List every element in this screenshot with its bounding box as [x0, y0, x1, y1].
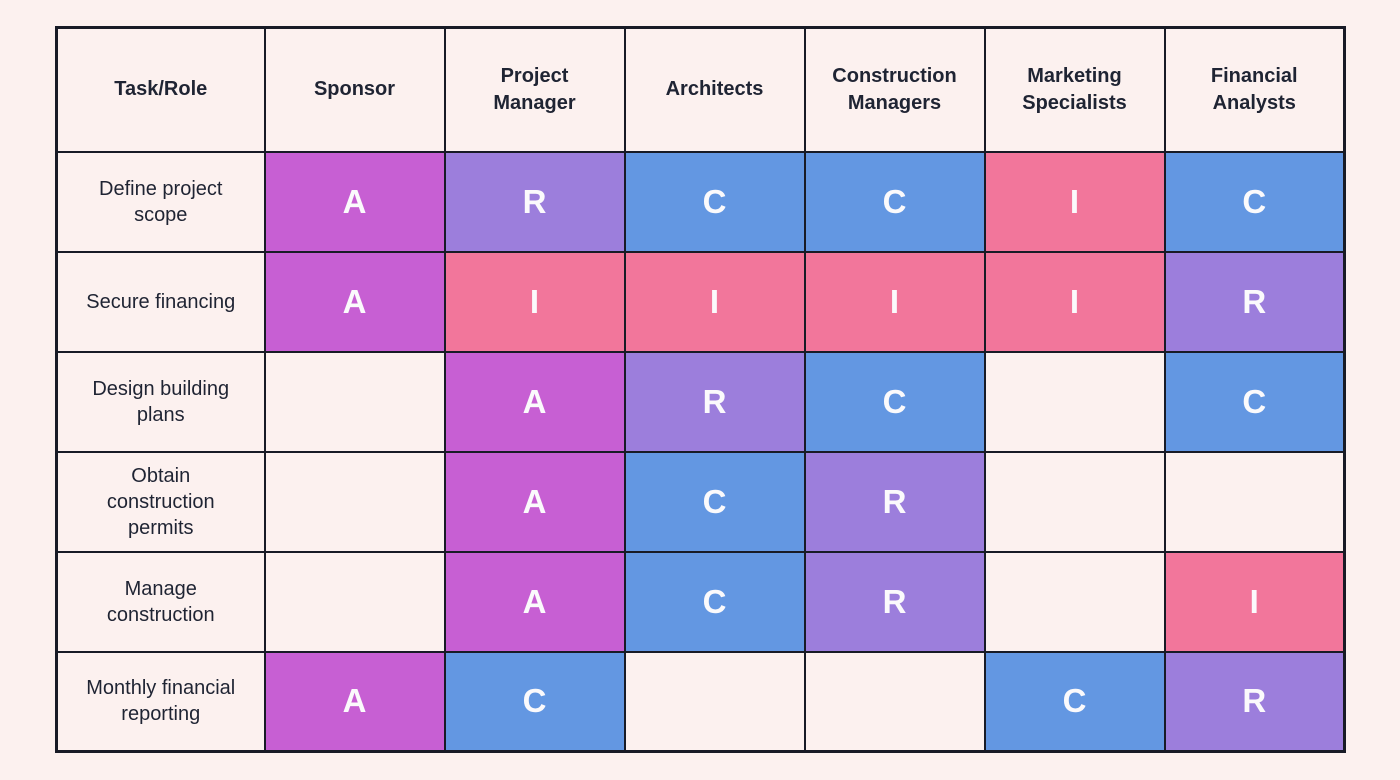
assignment-cell: R	[803, 550, 986, 653]
assignment-cell: C	[623, 550, 806, 653]
assignment-cell: I	[803, 250, 986, 353]
assignment-cell: R	[623, 350, 806, 453]
assignment-cell: I	[983, 250, 1166, 353]
task-row-manage-construction: Manage construction A C R I	[55, 550, 1346, 653]
assignment-cell: C	[623, 450, 806, 553]
header-cell-marketing-specialists: Marketing Specialists	[983, 26, 1166, 153]
assignment-cell: I	[983, 150, 1166, 253]
assignment-cell: A	[263, 150, 446, 253]
assignment-cell: A	[443, 350, 626, 453]
assignment-cell	[1163, 450, 1346, 553]
assignment-cell	[623, 650, 806, 753]
assignment-cell: R	[443, 150, 626, 253]
raci-matrix-table: Task/Role Sponsor Project Manager Archit…	[55, 26, 1346, 753]
assignment-cell: C	[443, 650, 626, 753]
assignment-cell: C	[1163, 150, 1346, 253]
assignment-cell	[983, 350, 1166, 453]
assignment-cell	[983, 550, 1166, 653]
task-row-design-building-plans: Design building plans A R C C	[55, 350, 1346, 453]
task-cell: Design building plans	[55, 350, 266, 453]
header-cell-task-role: Task/Role	[55, 26, 266, 153]
task-cell: Obtain construction permits	[55, 450, 266, 553]
assignment-cell: C	[983, 650, 1166, 753]
assignment-cell: C	[623, 150, 806, 253]
assignment-cell: A	[263, 650, 446, 753]
assignment-cell	[983, 450, 1166, 553]
assignment-cell	[263, 550, 446, 653]
assignment-cell	[263, 350, 446, 453]
task-row-monthly-financial-reporting: Monthly financial reporting A C C R	[55, 650, 1346, 753]
task-cell: Monthly financial reporting	[55, 650, 266, 753]
task-row-define-project-scope: Define project scope A R C C I C	[55, 150, 1346, 253]
assignment-cell	[263, 450, 446, 553]
task-cell: Define project scope	[55, 150, 266, 253]
assignment-cell: A	[443, 550, 626, 653]
assignment-cell: R	[1163, 250, 1346, 353]
assignment-cell: I	[623, 250, 806, 353]
header-cell-architects: Architects	[623, 26, 806, 153]
header-cell-construction-managers: Construction Managers	[803, 26, 986, 153]
header-cell-project-manager: Project Manager	[443, 26, 626, 153]
assignment-cell: R	[803, 450, 986, 553]
task-row-obtain-construction-permits: Obtain construction permits A C R	[55, 450, 1346, 553]
header-cell-financial-analysts: Financial Analysts	[1163, 26, 1346, 153]
assignment-cell	[803, 650, 986, 753]
assignment-cell: C	[803, 350, 986, 453]
assignment-cell: I	[1163, 550, 1346, 653]
task-cell: Secure financing	[55, 250, 266, 353]
assignment-cell: A	[443, 450, 626, 553]
assignment-cell: C	[1163, 350, 1346, 453]
assignment-cell: A	[263, 250, 446, 353]
task-cell: Manage construction	[55, 550, 266, 653]
header-cell-sponsor: Sponsor	[263, 26, 446, 153]
assignment-cell: I	[443, 250, 626, 353]
header-row: Task/Role Sponsor Project Manager Archit…	[55, 26, 1346, 153]
task-row-secure-financing: Secure financing A I I I I R	[55, 250, 1346, 353]
assignment-cell: C	[803, 150, 986, 253]
assignment-cell: R	[1163, 650, 1346, 753]
